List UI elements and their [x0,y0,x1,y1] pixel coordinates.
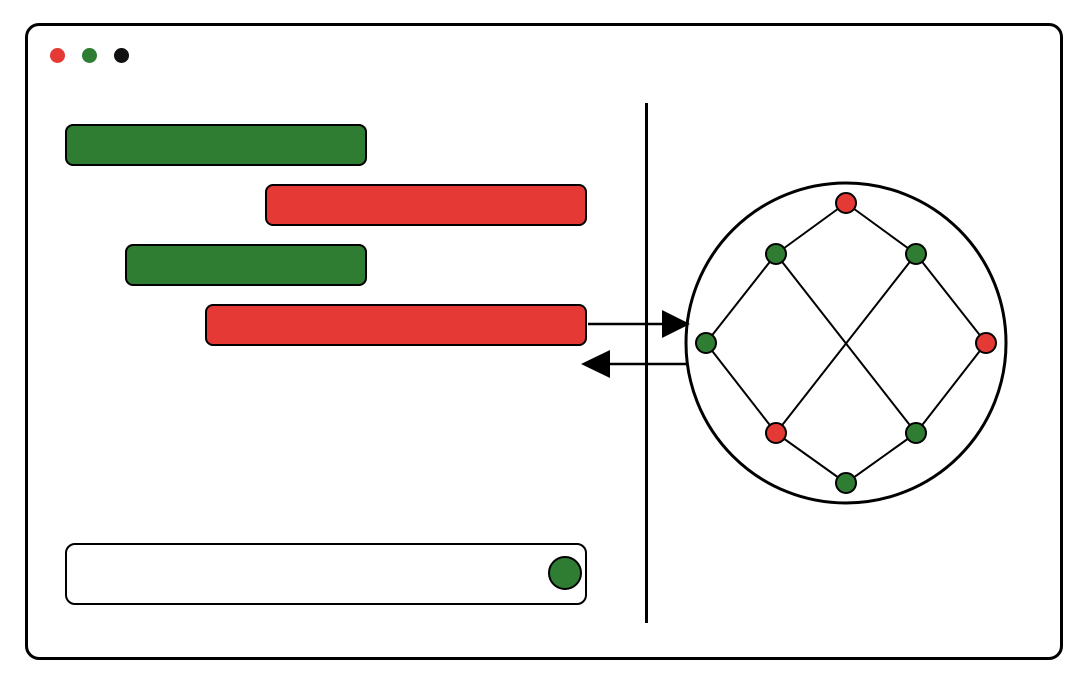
network-node-upper-right[interactable] [905,243,927,265]
network-node-right[interactable] [975,332,997,354]
network-boundary-circle [684,181,1008,505]
network-edge-right-lower-right [915,342,987,434]
network-edge-top-upper-left [775,202,847,255]
network-edge-upper-left-left [705,253,777,344]
network-node-top[interactable] [835,192,857,214]
network-node-lower-left[interactable] [765,422,787,444]
network-nodes [695,192,997,494]
arrow-to-network [588,310,690,338]
network-edge-lower-left-bottom [775,432,847,484]
network-edge-left-lower-left [705,342,777,434]
minimize-dot[interactable] [114,48,129,63]
submit-knob-button[interactable] [548,556,582,590]
bar-1[interactable] [65,124,367,166]
bar-4[interactable] [205,304,587,346]
network-edges [705,202,987,484]
bar-3[interactable] [125,244,367,286]
network-edge-lower-right-bottom [845,432,917,484]
network-node-upper-left[interactable] [765,243,787,265]
network-edge-top-upper-right [845,202,917,255]
close-dot[interactable] [50,48,65,63]
network-edge-upper-right-right [915,253,987,344]
text-input-field[interactable] [65,543,587,605]
network-node-left[interactable] [695,332,717,354]
network-node-lower-right[interactable] [905,422,927,444]
maximize-dot[interactable] [82,48,97,63]
arrow-to-list [581,350,686,378]
network-node-bottom[interactable] [835,472,857,494]
network-edge-upper-right-lower-left [775,253,917,434]
bar-2[interactable] [265,184,587,226]
